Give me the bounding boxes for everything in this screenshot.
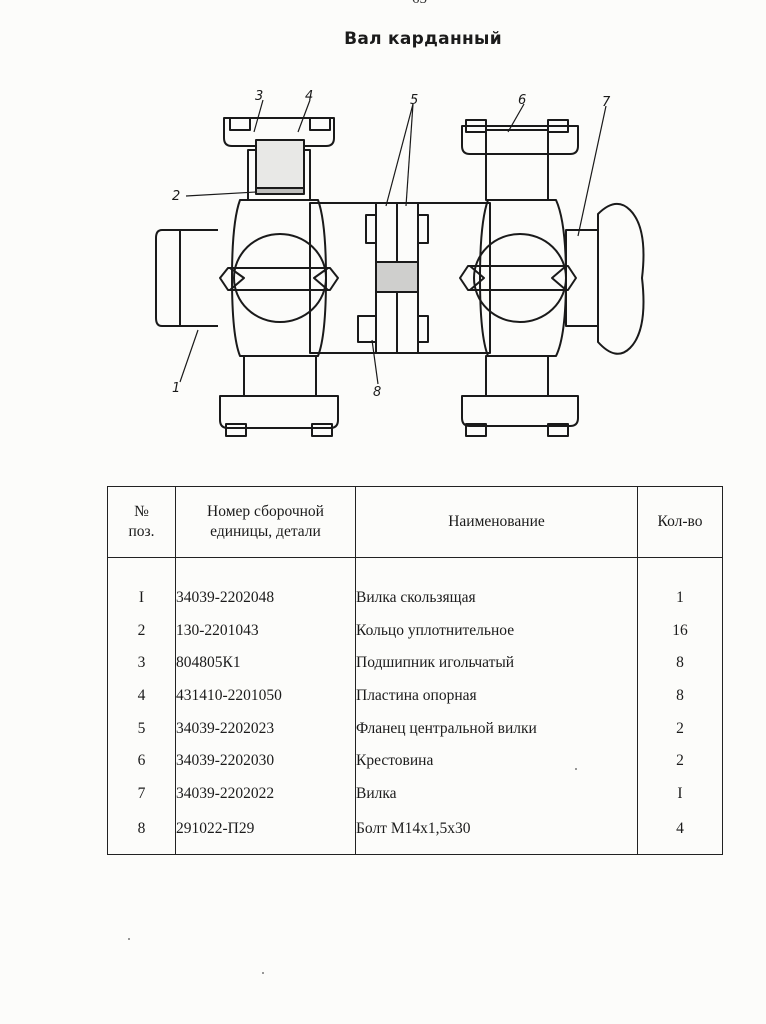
row-name: Подшипник игольчатый (355, 647, 638, 680)
table-header-row: № поз. Номер сборочной единицы, детали Н… (107, 486, 723, 558)
row-name: Фланец центральной вилки (355, 712, 638, 745)
row-quantity: 4 (637, 810, 723, 855)
row-part-number: 34039-2202048 (175, 582, 356, 615)
table-spacer-row (107, 557, 723, 582)
row-part-number: 130-2201043 (175, 614, 356, 648)
row-quantity: 8 (637, 647, 723, 680)
row-quantity: 8 (637, 679, 723, 713)
scan-speck (575, 768, 577, 770)
callout-1: 1 (172, 381, 180, 396)
row-part-number: 804805К1 (175, 647, 356, 680)
yoke-flange (565, 229, 599, 327)
table-row: 6 34039-2202030 Крестовина 2 (107, 744, 723, 778)
row-position: 5 (107, 712, 176, 745)
row-quantity: 2 (637, 712, 723, 745)
header-position: № поз. (107, 486, 176, 558)
callout-2: 2 (172, 189, 180, 204)
callout-4: 4 (305, 89, 313, 104)
row-name: Вилка скользящая (355, 582, 638, 615)
page-title: Вал карданный (344, 29, 502, 49)
table-row: I 34039-2202048 Вилка скользящая 1 (107, 582, 723, 615)
row-name: Кольцо уплотнительное (355, 614, 638, 648)
right-top-housing (485, 129, 549, 201)
row-name: Пластина опорная (355, 679, 638, 713)
scan-speck (262, 972, 264, 974)
callout-5: 5 (410, 93, 418, 108)
table-row: 7 34039-2202022 Вилка I (107, 777, 723, 811)
row-quantity: I (637, 777, 723, 811)
parts-table: № поз. Номер сборочной единицы, детали Н… (107, 486, 723, 856)
table-row: 3 804805К1 Подшипник игольчатый 8 (107, 647, 723, 680)
callout-6: 6 (518, 93, 526, 108)
cardan-shaft-drawing: 3 4 5 6 7 2 1 8 (155, 89, 645, 437)
table-row: 8 291022-П29 Болт М14х1,5х30 4 (107, 810, 723, 855)
left-yoke (231, 199, 327, 357)
table-row: 2 130-2201043 Кольцо уплотнительное 16 (107, 614, 723, 648)
page-number: 65 (412, 0, 427, 8)
row-quantity: 2 (637, 744, 723, 778)
sliding-yoke-sleeve (155, 229, 218, 327)
row-name: Болт М14х1,5х30 (355, 810, 638, 855)
table-row: 4 431410-2201050 Пластина опорная 8 (107, 679, 723, 713)
row-part-number: 34039-2202030 (175, 744, 356, 778)
header-part-number: Номер сборочной единицы, детали (175, 486, 356, 558)
callout-7: 7 (602, 95, 611, 110)
callout-3: 3 (255, 89, 263, 104)
header-quantity: Кол-во (637, 486, 723, 558)
table-row: 5 34039-2202023 Фланец центральной вилки… (107, 712, 723, 745)
row-position: 4 (107, 679, 176, 713)
row-position: 2 (107, 614, 176, 648)
row-part-number: 34039-2202022 (175, 777, 356, 811)
right-bottom-housing (485, 355, 549, 397)
row-part-number: 291022-П29 (175, 810, 356, 855)
row-part-number: 431410-2201050 (175, 679, 356, 713)
row-name: Крестовина (355, 744, 638, 778)
row-quantity: 16 (637, 614, 723, 648)
header-name: Наименование (355, 486, 638, 558)
scan-speck (128, 938, 130, 940)
callout-8: 8 (373, 385, 381, 400)
row-position: 3 (107, 647, 176, 680)
row-position: 8 (107, 810, 176, 855)
row-position: 6 (107, 744, 176, 778)
row-position: 7 (107, 777, 176, 811)
left-bottom-housing (243, 355, 317, 397)
row-name: Вилка (355, 777, 638, 811)
yoke-end (597, 203, 645, 355)
right-yoke (479, 199, 567, 357)
row-part-number: 34039-2202023 (175, 712, 356, 745)
row-quantity: 1 (637, 582, 723, 615)
row-position: I (107, 582, 176, 615)
